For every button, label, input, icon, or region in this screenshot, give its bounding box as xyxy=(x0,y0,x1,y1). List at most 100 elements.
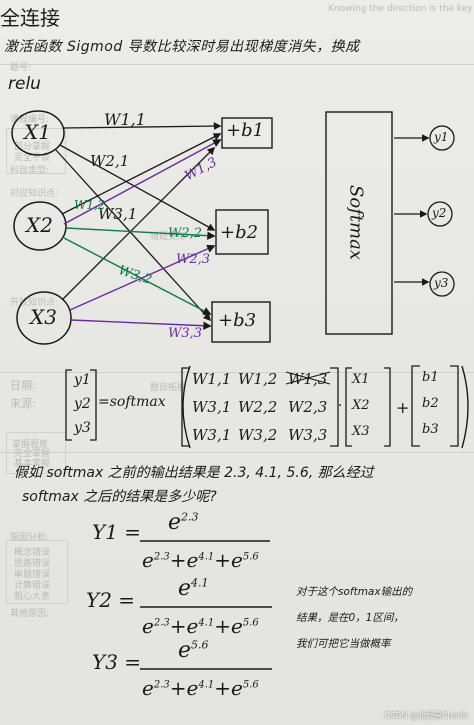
template-tag: 开放知识点: xyxy=(10,298,59,308)
template-option: 部分掌握 xyxy=(14,142,51,152)
b-vec-cell: b1 xyxy=(422,370,439,385)
weight-w31: W3,1 xyxy=(98,205,138,223)
formula-y2-numerator-exp: 4.1 xyxy=(191,576,209,590)
bracket-w-right xyxy=(330,367,339,447)
template-tag: 掌握程度 xyxy=(12,440,49,450)
formula-y3-numerator-exp: 5.6 xyxy=(191,638,209,652)
output-y2 xyxy=(427,201,453,227)
bias-b3: +b3 xyxy=(218,310,257,331)
edge-x3-b2 xyxy=(69,244,216,311)
w-cell: W3,3 xyxy=(288,426,328,444)
b-vec-cell: b2 xyxy=(422,396,439,411)
x-vec-cell: X2 xyxy=(352,398,370,413)
bias-box-b3 xyxy=(211,301,271,343)
side-note-line: 结果，是在0，1区间， xyxy=(296,612,404,624)
weight-w11: W1,1 xyxy=(104,110,146,129)
template-option: 完全掌握 xyxy=(14,449,51,459)
strikeout-scribble xyxy=(285,371,331,385)
w-cell: W1,2 xyxy=(238,370,278,388)
denominator-exp: 5.6 xyxy=(242,551,259,563)
denominator-exp: 2.3 xyxy=(153,551,170,563)
template-top-right: Knowing the direction is the key xyxy=(328,4,473,14)
weight-w33: W3,3 xyxy=(168,326,203,341)
bracket-b-right xyxy=(450,365,459,447)
bracket-b-left xyxy=(411,365,420,447)
w-cell: W3,1 xyxy=(192,398,232,416)
formula-y3-lhs: Y3 = xyxy=(92,650,142,674)
denominator-exp: 5.6 xyxy=(242,617,259,629)
paren-right xyxy=(461,365,469,449)
question-line-2: softmax 之后的结果是多少呢? xyxy=(22,489,217,505)
softmax-label: Softmax xyxy=(345,184,367,260)
input-label-x2: X2 xyxy=(26,213,53,237)
w-cell: W2,3 xyxy=(288,398,328,416)
template-tag: 课程编号: xyxy=(10,115,50,125)
w-cell: W3,2 xyxy=(238,426,278,444)
template-mastery-box xyxy=(6,128,66,174)
x-vec-cell: X3 xyxy=(352,424,370,439)
weight-w22: W2,2 xyxy=(168,226,203,241)
bracket-y-right xyxy=(90,369,97,441)
template-rule xyxy=(0,372,474,373)
edge-x1-b3 xyxy=(55,149,212,322)
formula-y3-numerator: e5.6 xyxy=(178,638,209,663)
weight-w23: W2,3 xyxy=(176,252,211,267)
w-cell: W1,3 xyxy=(288,370,328,388)
formula-y1-numerator-exp: 2.3 xyxy=(181,510,199,524)
edge-x2-b1 xyxy=(61,133,222,215)
output-label-y1: y1 xyxy=(434,130,449,144)
denominator-exp: 2.3 xyxy=(153,679,170,691)
bracket-y-left xyxy=(65,369,72,441)
question-line-1: 假如 softmax 之前的输出结果是 2.3, 4.1, 5.6, 那么经过 xyxy=(14,465,374,481)
bias-box-b2 xyxy=(215,209,269,255)
bracket-x-left xyxy=(345,367,352,447)
matrix-lhs-y3: y3 xyxy=(74,420,91,436)
formula-y1-numerator: e2.3 xyxy=(168,510,199,535)
edge-x1-b2 xyxy=(59,144,216,231)
template-option: 完全不会 xyxy=(14,153,51,163)
output-label-y2: y2 xyxy=(432,206,447,220)
matrix-lhs-y2: y2 xyxy=(74,396,91,412)
edge-x1-b1 xyxy=(62,122,222,130)
b-vec-cell: b3 xyxy=(422,422,439,437)
template-option: 基本掌握 xyxy=(14,459,51,469)
bias-b1: +b1 xyxy=(226,120,265,141)
note-line-1: 激活函数 Sigmod 导数比较深时易出现梯度消失，换成 xyxy=(4,39,360,55)
template-rule xyxy=(0,64,474,65)
side-note-line: 我们可把它当做概率 xyxy=(296,638,391,650)
bracket-w-left xyxy=(181,367,190,447)
edge-x3-b1 xyxy=(61,146,216,301)
bias-box-b1 xyxy=(221,117,273,149)
w-cell: W3,1 xyxy=(192,426,232,444)
input-label-x1: X1 xyxy=(24,120,51,144)
template-mastery-box xyxy=(6,432,66,474)
matrix-lhs-y1: y1 xyxy=(74,372,91,388)
formula-y1-denominator: e2.3+e4.1+e5.6 xyxy=(142,548,259,572)
edge-x2-b3 xyxy=(63,237,212,315)
denominator-exp: 4.1 xyxy=(198,679,215,691)
formula-y1-lhs: Y1 = xyxy=(92,520,142,544)
weight-w12: W1,2 xyxy=(74,198,106,212)
template-option: 概念错误 xyxy=(14,548,51,558)
output-y1 xyxy=(429,125,455,151)
denominator-exp: 4.1 xyxy=(198,617,215,629)
template-tag: 题号: xyxy=(10,63,32,73)
template-rule xyxy=(0,452,474,453)
template-option: 粗心大意 xyxy=(14,592,51,602)
neuron-x3 xyxy=(16,291,72,345)
template-mid-note: 错题变形 xyxy=(150,232,187,242)
edge-x2-b2 xyxy=(65,227,216,240)
bias-b2: +b2 xyxy=(220,222,259,243)
paren-left xyxy=(182,365,191,449)
softmax-box xyxy=(325,111,393,335)
side-note-line: 对于这个softmax输出的 xyxy=(296,586,413,598)
matrix-eq-softmax: =softmax xyxy=(98,394,166,410)
neuron-x1 xyxy=(11,110,65,156)
template-tag: 对应知识点: xyxy=(10,189,59,199)
w-cell: W2,2 xyxy=(238,398,278,416)
formula-y2-numerator: e4.1 xyxy=(178,576,209,601)
note-line-2: relu xyxy=(8,74,41,94)
template-option: 计算错误 xyxy=(14,581,51,591)
